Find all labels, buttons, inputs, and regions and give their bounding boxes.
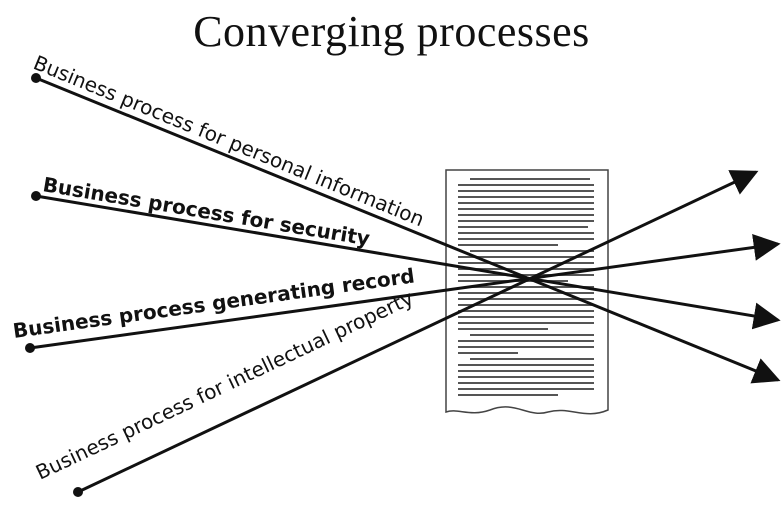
start-dot	[31, 73, 41, 83]
start-dot	[25, 343, 35, 353]
process-arrow-personal-information	[31, 73, 781, 384]
document-text-lines	[458, 178, 594, 396]
start-dot	[31, 191, 41, 201]
start-dot	[73, 487, 83, 497]
process-arrow-intellectual-property	[73, 170, 759, 497]
diagram-title: Converging processes	[193, 7, 590, 56]
process-arrow-security	[31, 191, 781, 330]
record-document-icon	[445, 169, 609, 415]
process-arrow-generating-record	[25, 233, 781, 353]
